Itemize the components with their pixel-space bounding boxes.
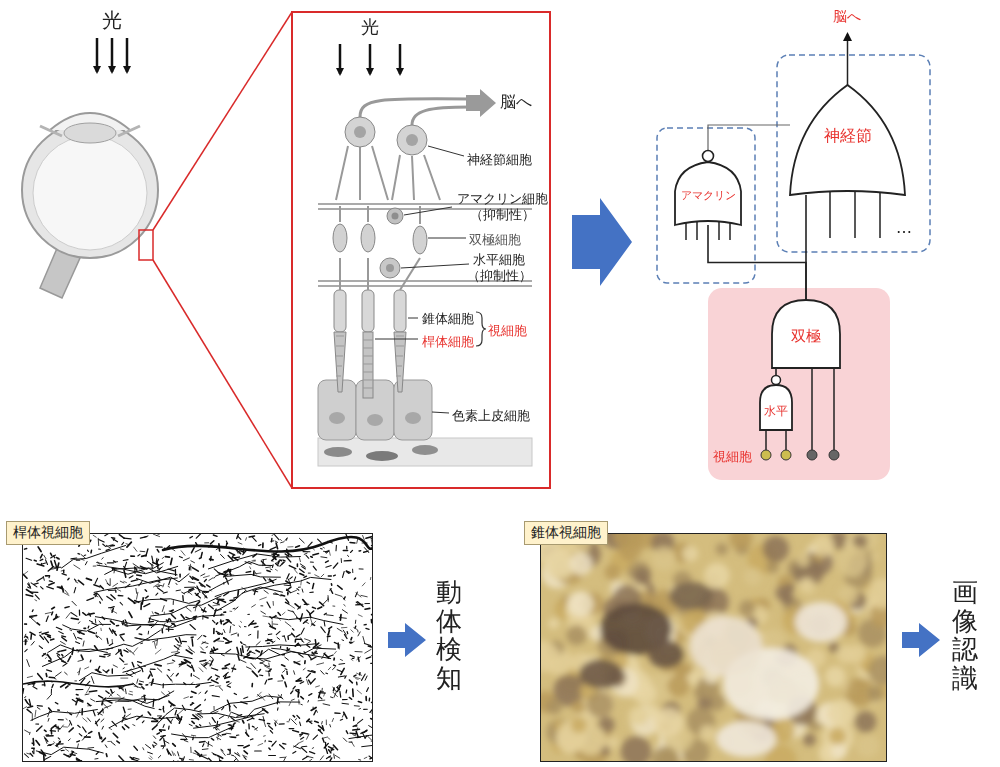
light-arrows — [340, 44, 400, 74]
gate-wire — [775, 368, 777, 375]
gate-wire — [708, 125, 790, 150]
text-label: 水平細胞 （抑制性） — [458, 252, 540, 285]
gate-wire — [708, 225, 806, 300]
edge-image — [23, 534, 372, 761]
label-holder: 脳へ — [500, 92, 532, 112]
label-holder: 視細胞 — [488, 320, 527, 339]
inverter-bubble — [703, 151, 714, 162]
eyeball — [22, 12, 292, 488]
label-holder: 錐体細胞 — [422, 308, 474, 327]
label-holder: 光 — [102, 8, 122, 33]
text-label: アマクリン細胞 （抑制性） — [452, 191, 552, 224]
label-holder: 水平細胞 （抑制性） — [458, 252, 540, 285]
label-holder: 光 — [361, 16, 379, 39]
bipolar-gate: 双極 — [772, 300, 840, 368]
gate-outline — [675, 150, 741, 225]
label-holder: 動体検知 — [436, 578, 462, 692]
light-arrows — [97, 38, 127, 72]
text-label: 光 — [361, 16, 379, 39]
cone-image-frame: 錐体視細胞 — [540, 533, 887, 762]
text-label: 視細胞 — [488, 323, 527, 339]
text-label: 錐体細胞 — [422, 311, 474, 327]
text-label: 色素上皮細胞 — [452, 408, 530, 424]
label-holder: 双極細胞 — [469, 229, 521, 248]
text-label: 桿体細胞 — [422, 334, 474, 350]
input-wires — [686, 190, 880, 450]
label-holder: 神経節細胞 — [467, 149, 532, 168]
text-label: 神経節細胞 — [467, 152, 532, 168]
label-holder: 画像認識 — [952, 578, 978, 692]
ganglion-gate: 神経節 — [790, 85, 905, 195]
flow-arrow — [902, 623, 940, 657]
label-holder: アマクリン細胞 （抑制性） — [452, 191, 552, 224]
zoom-panel — [292, 12, 550, 488]
image-tag: 錐体視細胞 — [524, 521, 608, 545]
gate-label: 双極 — [791, 328, 821, 345]
text-label: 脳へ — [500, 92, 532, 112]
horizontal-gate: 水平 — [760, 375, 792, 430]
band-label: 視細胞 — [713, 448, 752, 466]
text-label: … — [896, 218, 912, 238]
vertical-label: 画像認識 — [952, 578, 978, 692]
label-holder: 桿体細胞 — [422, 331, 474, 350]
label-holder: … — [896, 218, 912, 238]
text-label: 双極細胞 — [469, 232, 521, 248]
gate-label: アマクリン — [681, 190, 736, 203]
text-label: 脳へ — [833, 8, 861, 26]
gate-body — [760, 385, 792, 430]
photoreceptor-band: 視細胞 双極水平 — [708, 288, 890, 480]
gate-body — [675, 162, 741, 225]
text-label: 光 — [102, 8, 122, 33]
gate-label: 神経節 — [824, 127, 872, 145]
label-holder: 脳へ — [833, 6, 861, 26]
label-holder: 色素上皮細胞 — [452, 405, 530, 424]
amacrine-gate: アマクリン — [675, 150, 741, 225]
gate-wire — [805, 195, 807, 300]
gate-outline — [760, 375, 792, 430]
inverter-bubble — [772, 376, 781, 385]
transform-arrow — [572, 198, 632, 286]
gate-body — [790, 85, 905, 195]
output-arrow — [847, 34, 849, 86]
dashed-group — [657, 128, 755, 283]
flow-arrow — [388, 623, 426, 657]
photo-image — [541, 534, 886, 761]
dashed-group — [777, 55, 930, 252]
vertical-label: 動体検知 — [436, 578, 462, 692]
gate-body — [772, 300, 840, 368]
image-tag: 桿体視細胞 — [6, 521, 90, 545]
receptor-dots — [761, 450, 839, 460]
gate-label: 水平 — [764, 405, 788, 419]
rod-image-frame: 桿体視細胞 — [22, 533, 373, 762]
